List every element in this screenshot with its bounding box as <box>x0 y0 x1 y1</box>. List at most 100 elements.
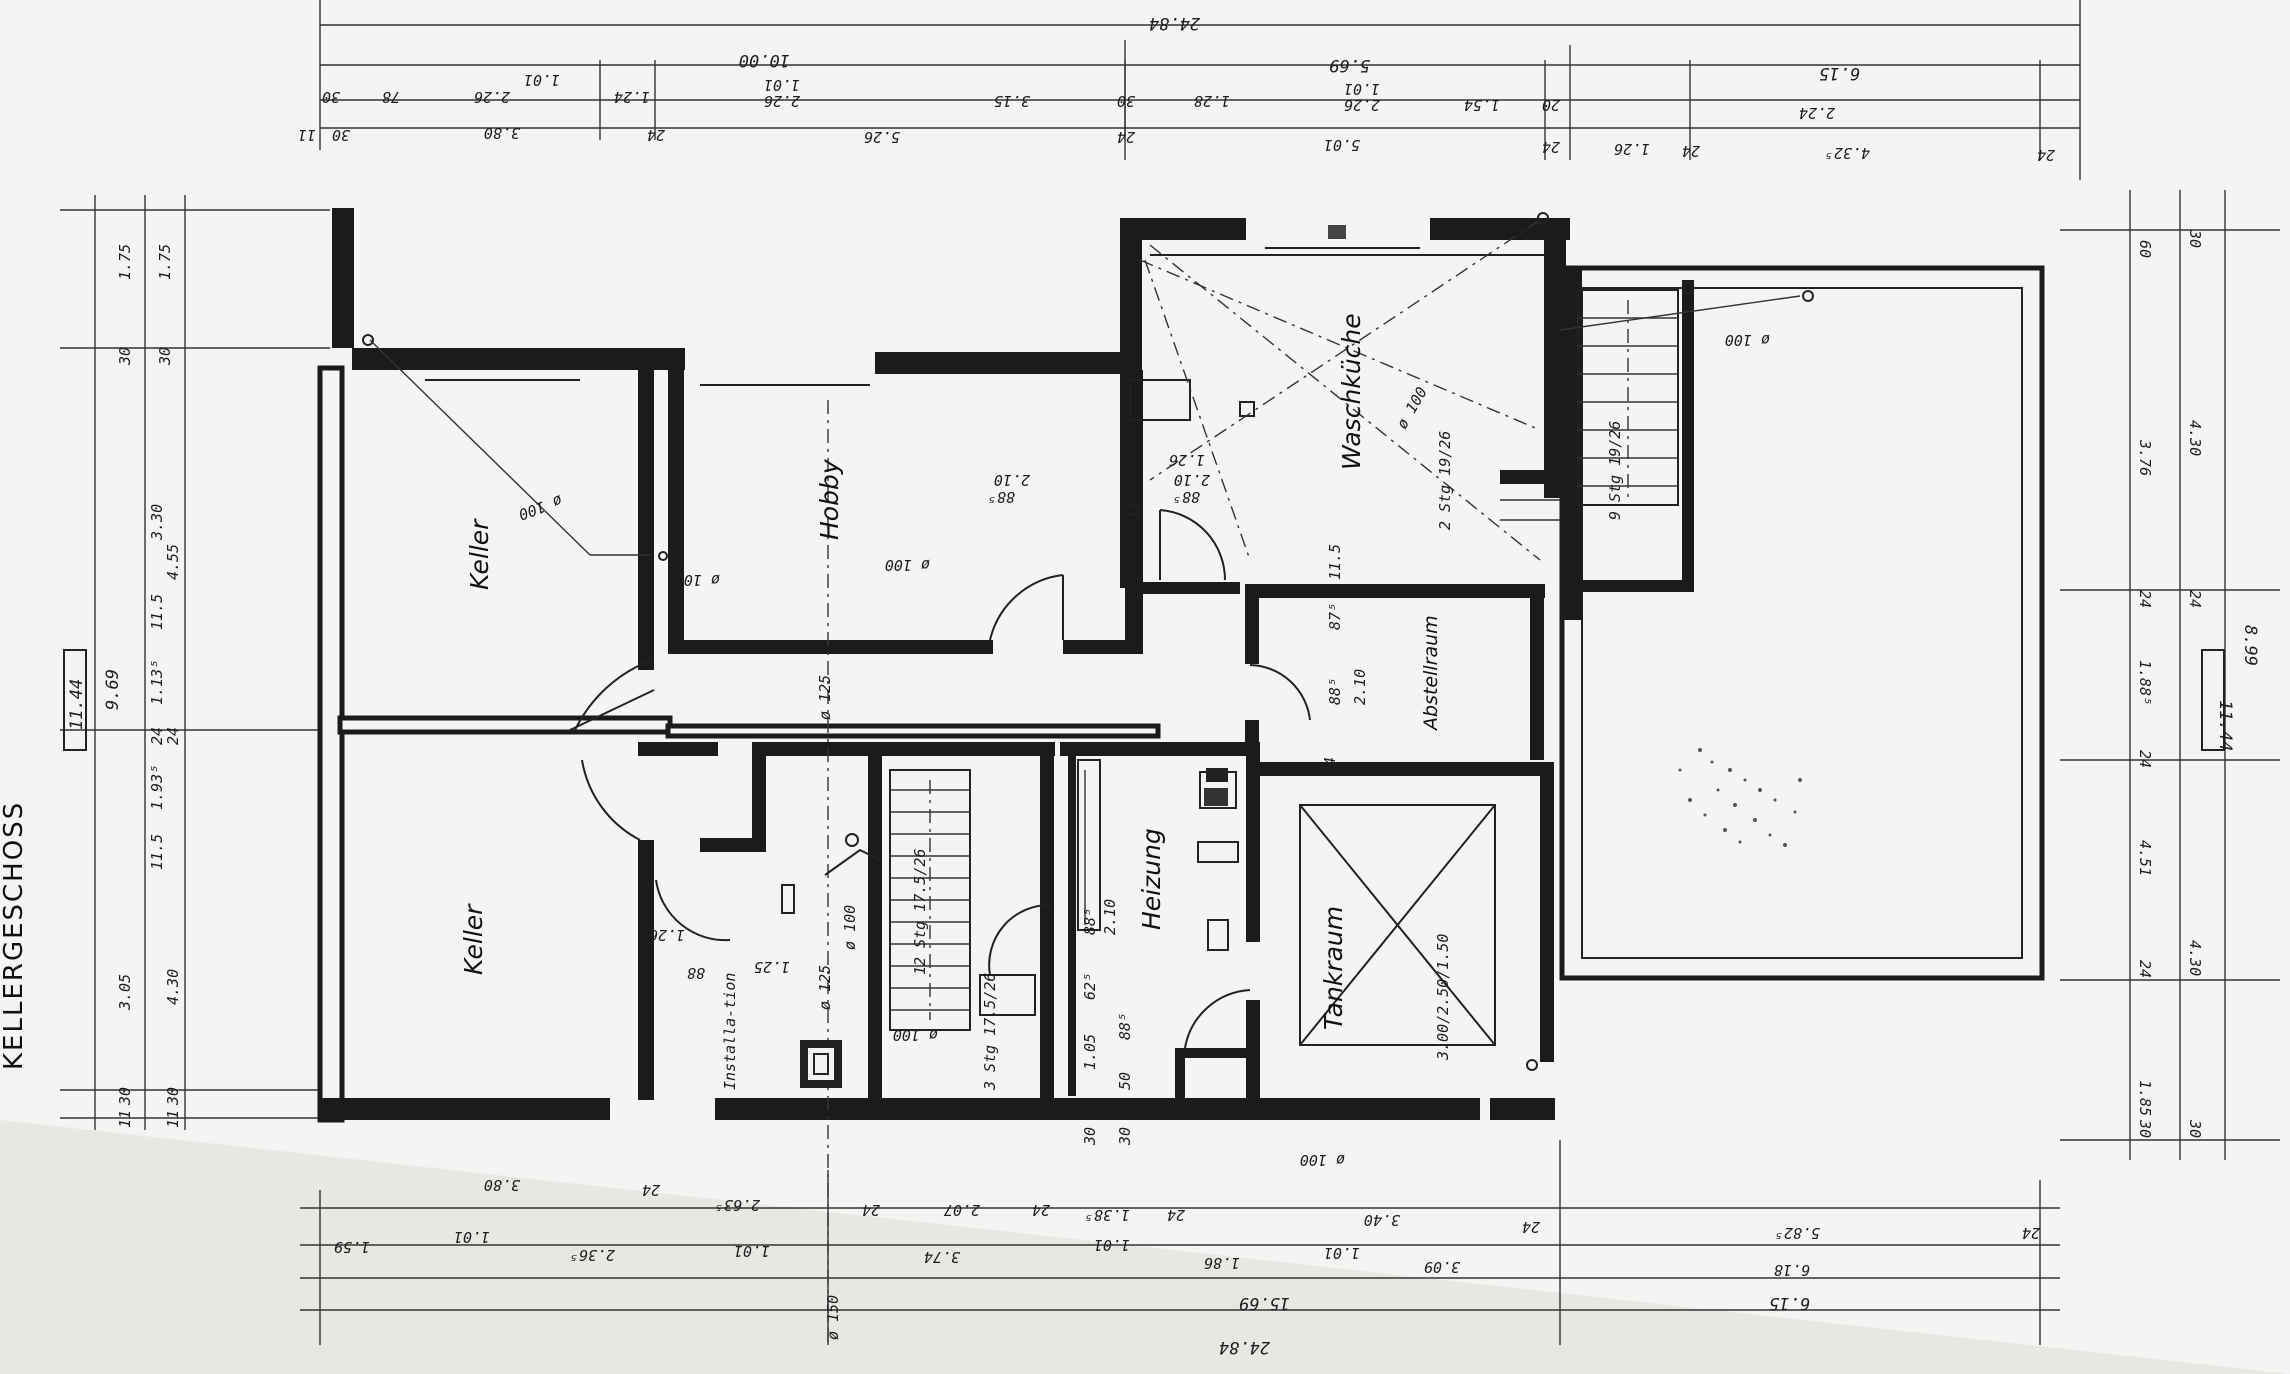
dim-top-r3-7: 24 <box>1542 138 1560 156</box>
dim-top-r3-8: 1.26 <box>1614 140 1650 158</box>
dim-top-r2-8: 30 <box>1117 92 1136 110</box>
dim-left-c2-2: 4.55 <box>164 544 182 580</box>
idim-20: 24 <box>1321 757 1339 775</box>
room-keller-bottom: Keller <box>459 903 488 975</box>
dim-top-r3-10: 4.32⁵ <box>1825 144 1870 162</box>
room-installation: Installa-tion <box>721 973 739 1090</box>
dim-bot-r3-0: 15.69 <box>1239 1293 1290 1313</box>
annotations: 3.00/2.50/1.50 12 Stg 17.5/26 3 Stg 17.5… <box>516 331 1770 1340</box>
dim-top-r2-2: 1.01 <box>524 71 560 89</box>
dim-top-r2-12: 1.54 <box>1464 96 1500 114</box>
dim-top-1: 10.00 <box>739 50 790 70</box>
dim-right-c1-8: 30 <box>2136 1119 2154 1138</box>
main-stair <box>889 769 1036 1031</box>
dim-bot-r2-1: 1.01 <box>454 1228 490 1246</box>
dim-bot-r1-2: 2.63⁵ <box>715 1196 760 1214</box>
dim-top-r2-11: 2.26 <box>1344 96 1380 114</box>
dim-left-c1-1: 30 <box>116 347 134 366</box>
dim-left-c2-4: 4.30 <box>164 969 182 1005</box>
dim-bot-r2-3: 1.01 <box>734 1242 770 1260</box>
dim-bot-r1-10: 5.82⁵ <box>1775 1224 1820 1242</box>
dimension-lines-right <box>2060 190 2280 1160</box>
dim-top-r2-0: 30 <box>322 88 341 106</box>
dim-top-2: 5.69 <box>1329 55 1370 75</box>
dim-right-c2-3: 4.30 <box>2186 940 2204 976</box>
dim-top-r3-11: 24 <box>2037 146 2055 164</box>
dim-left-c1-2: 3.30 <box>148 504 166 541</box>
idim-0: 2.10 <box>994 471 1030 489</box>
dim-bot-r2-4: 3.74 <box>924 1248 961 1266</box>
dim-right-c2-2: 24 <box>2186 590 2204 608</box>
dimension-text-bottom: 3.80 24 2.63⁵ 24 2.07 24 1.38⁵ 24 3.40 2… <box>334 1176 2040 1357</box>
dim-right-c1-2: 24 <box>2136 590 2154 608</box>
pipe-label-1: ø 100 <box>885 556 930 574</box>
dim-top-r3-3: 24 <box>647 126 665 144</box>
dim-bot-r1-8: 3.40 <box>1364 1211 1401 1229</box>
dim-top-r2-14: 2.24 <box>1799 104 1835 122</box>
dim-left-c1-8: 3.05 <box>116 974 134 1011</box>
pipe-label-3: ø 100 <box>516 491 565 523</box>
dim-bot-r1-11: 24 <box>2022 1224 2040 1242</box>
dim-left-c2-3: 24 <box>164 727 182 745</box>
dim-right-c1-1: 3.76 <box>2136 439 2154 476</box>
idim-7: 88⁵ <box>1326 678 1344 705</box>
dim-left-outer: 11.44 <box>67 679 87 730</box>
stairs-wasch-label: 2 Stg 19/26 <box>1436 431 1454 530</box>
dim-right-c1-3: 1.88⁵ <box>2136 660 2154 705</box>
dim-right-c1-6: 24 <box>2136 960 2154 978</box>
dim-left-c1-9: 30 <box>116 1087 134 1106</box>
room-hobby: Hobby <box>815 458 844 540</box>
idim-11: 1.25 <box>754 958 790 976</box>
dim-bot-r1-0: 3.80 <box>484 1176 521 1194</box>
dim-top-r2-5: 1.01 <box>764 76 800 94</box>
dimension-text-top: 24.84 10.00 5.69 6.15 30 78 1.01 2.26 1.… <box>298 13 2055 164</box>
dim-left-inner: 9.69 <box>103 669 123 710</box>
dim-top-r3-2: 3.80 <box>484 124 521 142</box>
dim-bot-r1-9: 24 <box>1522 1218 1540 1236</box>
dim-top-3: 6.15 <box>1819 63 1860 83</box>
drawing-title: KELLERGESCHOSS <box>0 801 29 1070</box>
dim-left-c1-6: 1.93⁵ <box>148 765 166 810</box>
dim-bot-r1-5: 24 <box>1032 1201 1050 1219</box>
idim-8: 2.10 <box>1351 669 1369 705</box>
idim-18: 30 <box>1081 1127 1099 1146</box>
pipe-label-4: ø 100 <box>1725 331 1770 349</box>
dim-left-c1-5: 24 <box>148 727 166 745</box>
idim-1: 88⁵ <box>988 488 1015 506</box>
dim-bot-overall: 24.84 <box>1219 1337 1270 1357</box>
idim-16: 1.05 <box>1081 1034 1099 1070</box>
dimension-text-left: KELLERGESCHOSS 11.44 9.69 1.75 30 3.30 1… <box>0 244 182 1128</box>
idim-3: 2.10 <box>1174 471 1210 489</box>
dim-top-r2-7: 3.15 <box>994 92 1031 110</box>
dimension-lines-bottom <box>300 1140 2060 1345</box>
scan-speckle <box>1678 748 1802 847</box>
doors <box>569 509 1311 1049</box>
dim-left-c2-0: 1.75 <box>156 244 174 280</box>
fixtures <box>362 212 1814 1345</box>
dim-top-r2-3: 2.26 <box>474 88 510 106</box>
stairs-small-label: 3 Stg 17.5/26 <box>981 973 999 1091</box>
dim-right-c1-5: 4.51 <box>2136 840 2154 876</box>
interior-dimensions: 2.10 88⁵ 1.26 2.10 88⁵ 87⁵ 11.5 88⁵ 2.10… <box>649 451 1369 1146</box>
dim-top-r3-9: 24 <box>1682 142 1700 160</box>
idim-14: 62⁵ <box>1081 973 1099 1000</box>
dim-bot-r1-7: 24 <box>1167 1206 1185 1224</box>
dim-bot-r2-8: 3.09 <box>1424 1258 1461 1276</box>
idim-17: 50 <box>1116 1072 1134 1090</box>
dim-bot-r2-7: 1.01 <box>1324 1244 1360 1262</box>
pipe-label-9: ø 125 <box>816 675 834 720</box>
dim-left-c2-1: 30 <box>156 347 174 366</box>
dim-bot-r2-5: 1.01 <box>1094 1236 1130 1254</box>
room-keller-top: Keller <box>465 518 494 590</box>
dim-top-r3-4: 5.26 <box>864 128 900 146</box>
dim-top-r3-5: 24 <box>1117 128 1135 146</box>
stairs-main-label: 12 Stg 17.5/26 <box>911 849 929 975</box>
pipe-label-8: ø 100 <box>1393 384 1431 432</box>
dim-right-outer: 11.44 <box>2215 700 2235 751</box>
dim-top-r3-6: 5.01 <box>1324 136 1360 154</box>
dim-right-c1-0: 60 <box>2136 240 2154 258</box>
stairs-right-label: 9 Stg 19/26 <box>1606 421 1624 520</box>
idim-9: 1.26 <box>649 926 685 944</box>
dim-bot-r1-4: 2.07 <box>944 1201 980 1219</box>
